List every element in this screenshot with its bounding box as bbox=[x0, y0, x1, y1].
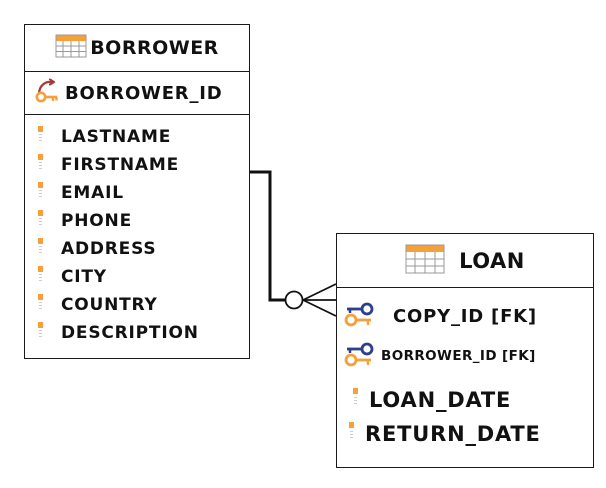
attribute-row[interactable]: COUNTRY bbox=[38, 291, 249, 319]
borrower-primary-key-row[interactable]: BORROWER_ID bbox=[25, 72, 249, 115]
attribute-row[interactable]: DESCRIPTION bbox=[38, 319, 249, 347]
attribute-row[interactable]: RETURN_DATE bbox=[343, 418, 593, 450]
attribute-icon bbox=[38, 210, 44, 232]
attribute-loan-date: LOAN_DATE bbox=[369, 388, 512, 412]
attribute-row[interactable]: LASTNAME bbox=[38, 123, 249, 151]
attribute-country: COUNTRY bbox=[61, 295, 158, 315]
attribute-row[interactable]: PHONE bbox=[38, 207, 249, 235]
attribute-phone: PHONE bbox=[61, 211, 132, 231]
foreign-key-icon bbox=[343, 299, 377, 333]
attribute-icon bbox=[38, 154, 44, 176]
attribute-icon bbox=[353, 388, 359, 412]
attribute-row[interactable]: CITY bbox=[38, 263, 249, 291]
attribute-description: DESCRIPTION bbox=[61, 323, 199, 343]
loan-entity[interactable]: LOAN COPY_ID [FK] bbox=[336, 233, 594, 468]
borrower-header: BORROWER bbox=[25, 25, 249, 72]
attribute-row[interactable]: ADDRESS bbox=[38, 235, 249, 263]
attribute-icon bbox=[38, 266, 44, 288]
attribute-icon bbox=[38, 182, 44, 204]
copy-id-fk: COPY_ID [FK] bbox=[393, 305, 537, 327]
loan-attributes: COPY_ID [FK] BORROWER_ID [FK] LOAN_DATE bbox=[337, 288, 593, 450]
attribute-address: ADDRESS bbox=[61, 239, 157, 259]
attribute-icon bbox=[349, 422, 355, 446]
attribute-icon bbox=[38, 294, 44, 316]
attribute-city: CITY bbox=[61, 267, 107, 287]
loan-header: LOAN bbox=[337, 234, 593, 288]
attribute-firstname: FIRSTNAME bbox=[61, 155, 179, 175]
loan-title: LOAN bbox=[459, 248, 525, 273]
foreign-key-icon bbox=[343, 339, 377, 373]
attribute-row[interactable]: LOAN_DATE bbox=[343, 382, 593, 418]
borrower-attributes: LASTNAME FIRSTNAME EMAIL PHONE ADDRESS bbox=[25, 115, 249, 347]
borrower-entity[interactable]: BORROWER BORROWER_ID LASTNAME F bbox=[24, 24, 250, 359]
attribute-row[interactable]: FIRSTNAME bbox=[38, 151, 249, 179]
borrower-title: BORROWER bbox=[90, 37, 219, 59]
loan-fk-row[interactable]: BORROWER_ID [FK] bbox=[343, 336, 593, 376]
attribute-return-date: RETURN_DATE bbox=[365, 422, 541, 446]
attribute-icon bbox=[38, 126, 44, 148]
loan-fk-row[interactable]: COPY_ID [FK] bbox=[343, 296, 593, 336]
relationship-line bbox=[250, 170, 286, 302]
table-icon bbox=[55, 34, 87, 62]
borrower-id-pk: BORROWER_ID bbox=[65, 82, 223, 104]
attribute-email: EMAIL bbox=[61, 183, 124, 203]
attribute-row[interactable]: EMAIL bbox=[38, 179, 249, 207]
attribute-lastname: LASTNAME bbox=[61, 127, 172, 147]
crows-foot-many-icon bbox=[302, 283, 337, 317]
borrower-id-fk: BORROWER_ID [FK] bbox=[381, 348, 536, 364]
attribute-icon bbox=[38, 322, 44, 344]
attribute-icon bbox=[38, 238, 44, 260]
primary-key-icon bbox=[33, 77, 61, 109]
zero-optionality-circle bbox=[284, 290, 304, 310]
table-icon bbox=[405, 244, 445, 278]
